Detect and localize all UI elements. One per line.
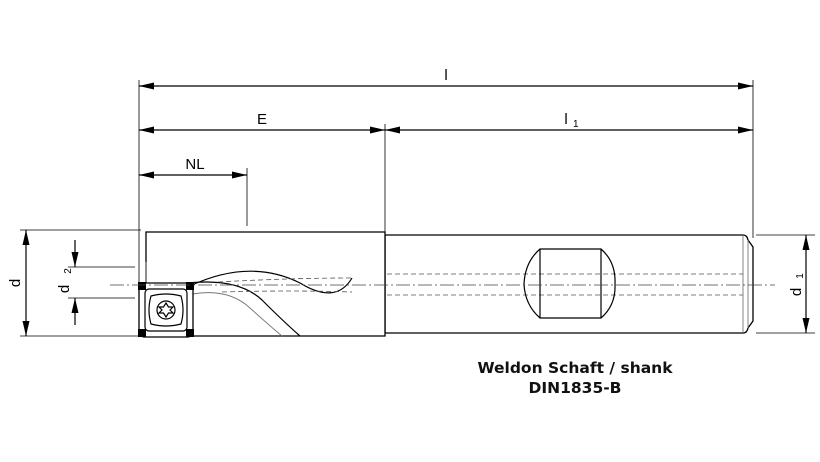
- shank-length-label: l: [564, 111, 567, 128]
- shank-diameter-label: d: [788, 288, 805, 296]
- dimension-usable-length: NL: [139, 156, 247, 179]
- dimension-cutting-diameter: d: [7, 230, 30, 336]
- caption-shank-type: Weldon Schaft / shank: [477, 359, 673, 377]
- extension-lines: [20, 80, 815, 337]
- usable-length-label: NL: [185, 156, 204, 173]
- shank-diameter-subscript: 1: [795, 273, 806, 279]
- inner-diameter-label: d: [56, 285, 73, 293]
- dimension-shank-diameter: d 1: [788, 235, 810, 333]
- caption-standard: DIN1835-B: [528, 379, 622, 397]
- inner-diameter-subscript: 2: [63, 268, 74, 274]
- dimension-inner-diameter: d 2: [56, 240, 79, 325]
- weldon-flat: [523, 248, 616, 319]
- cutting-insert: [138, 282, 194, 338]
- dimension-overall-length: l: [139, 67, 753, 90]
- shank-length-subscript: 1: [573, 119, 579, 130]
- head-length-label: E: [257, 111, 267, 128]
- dimension-head-length: E: [139, 111, 385, 134]
- overall-length-label: l: [444, 67, 447, 84]
- cutting-diameter-label: d: [7, 279, 24, 287]
- dimension-shank-length: l 1: [385, 111, 753, 134]
- tool-shank: [354, 234, 754, 334]
